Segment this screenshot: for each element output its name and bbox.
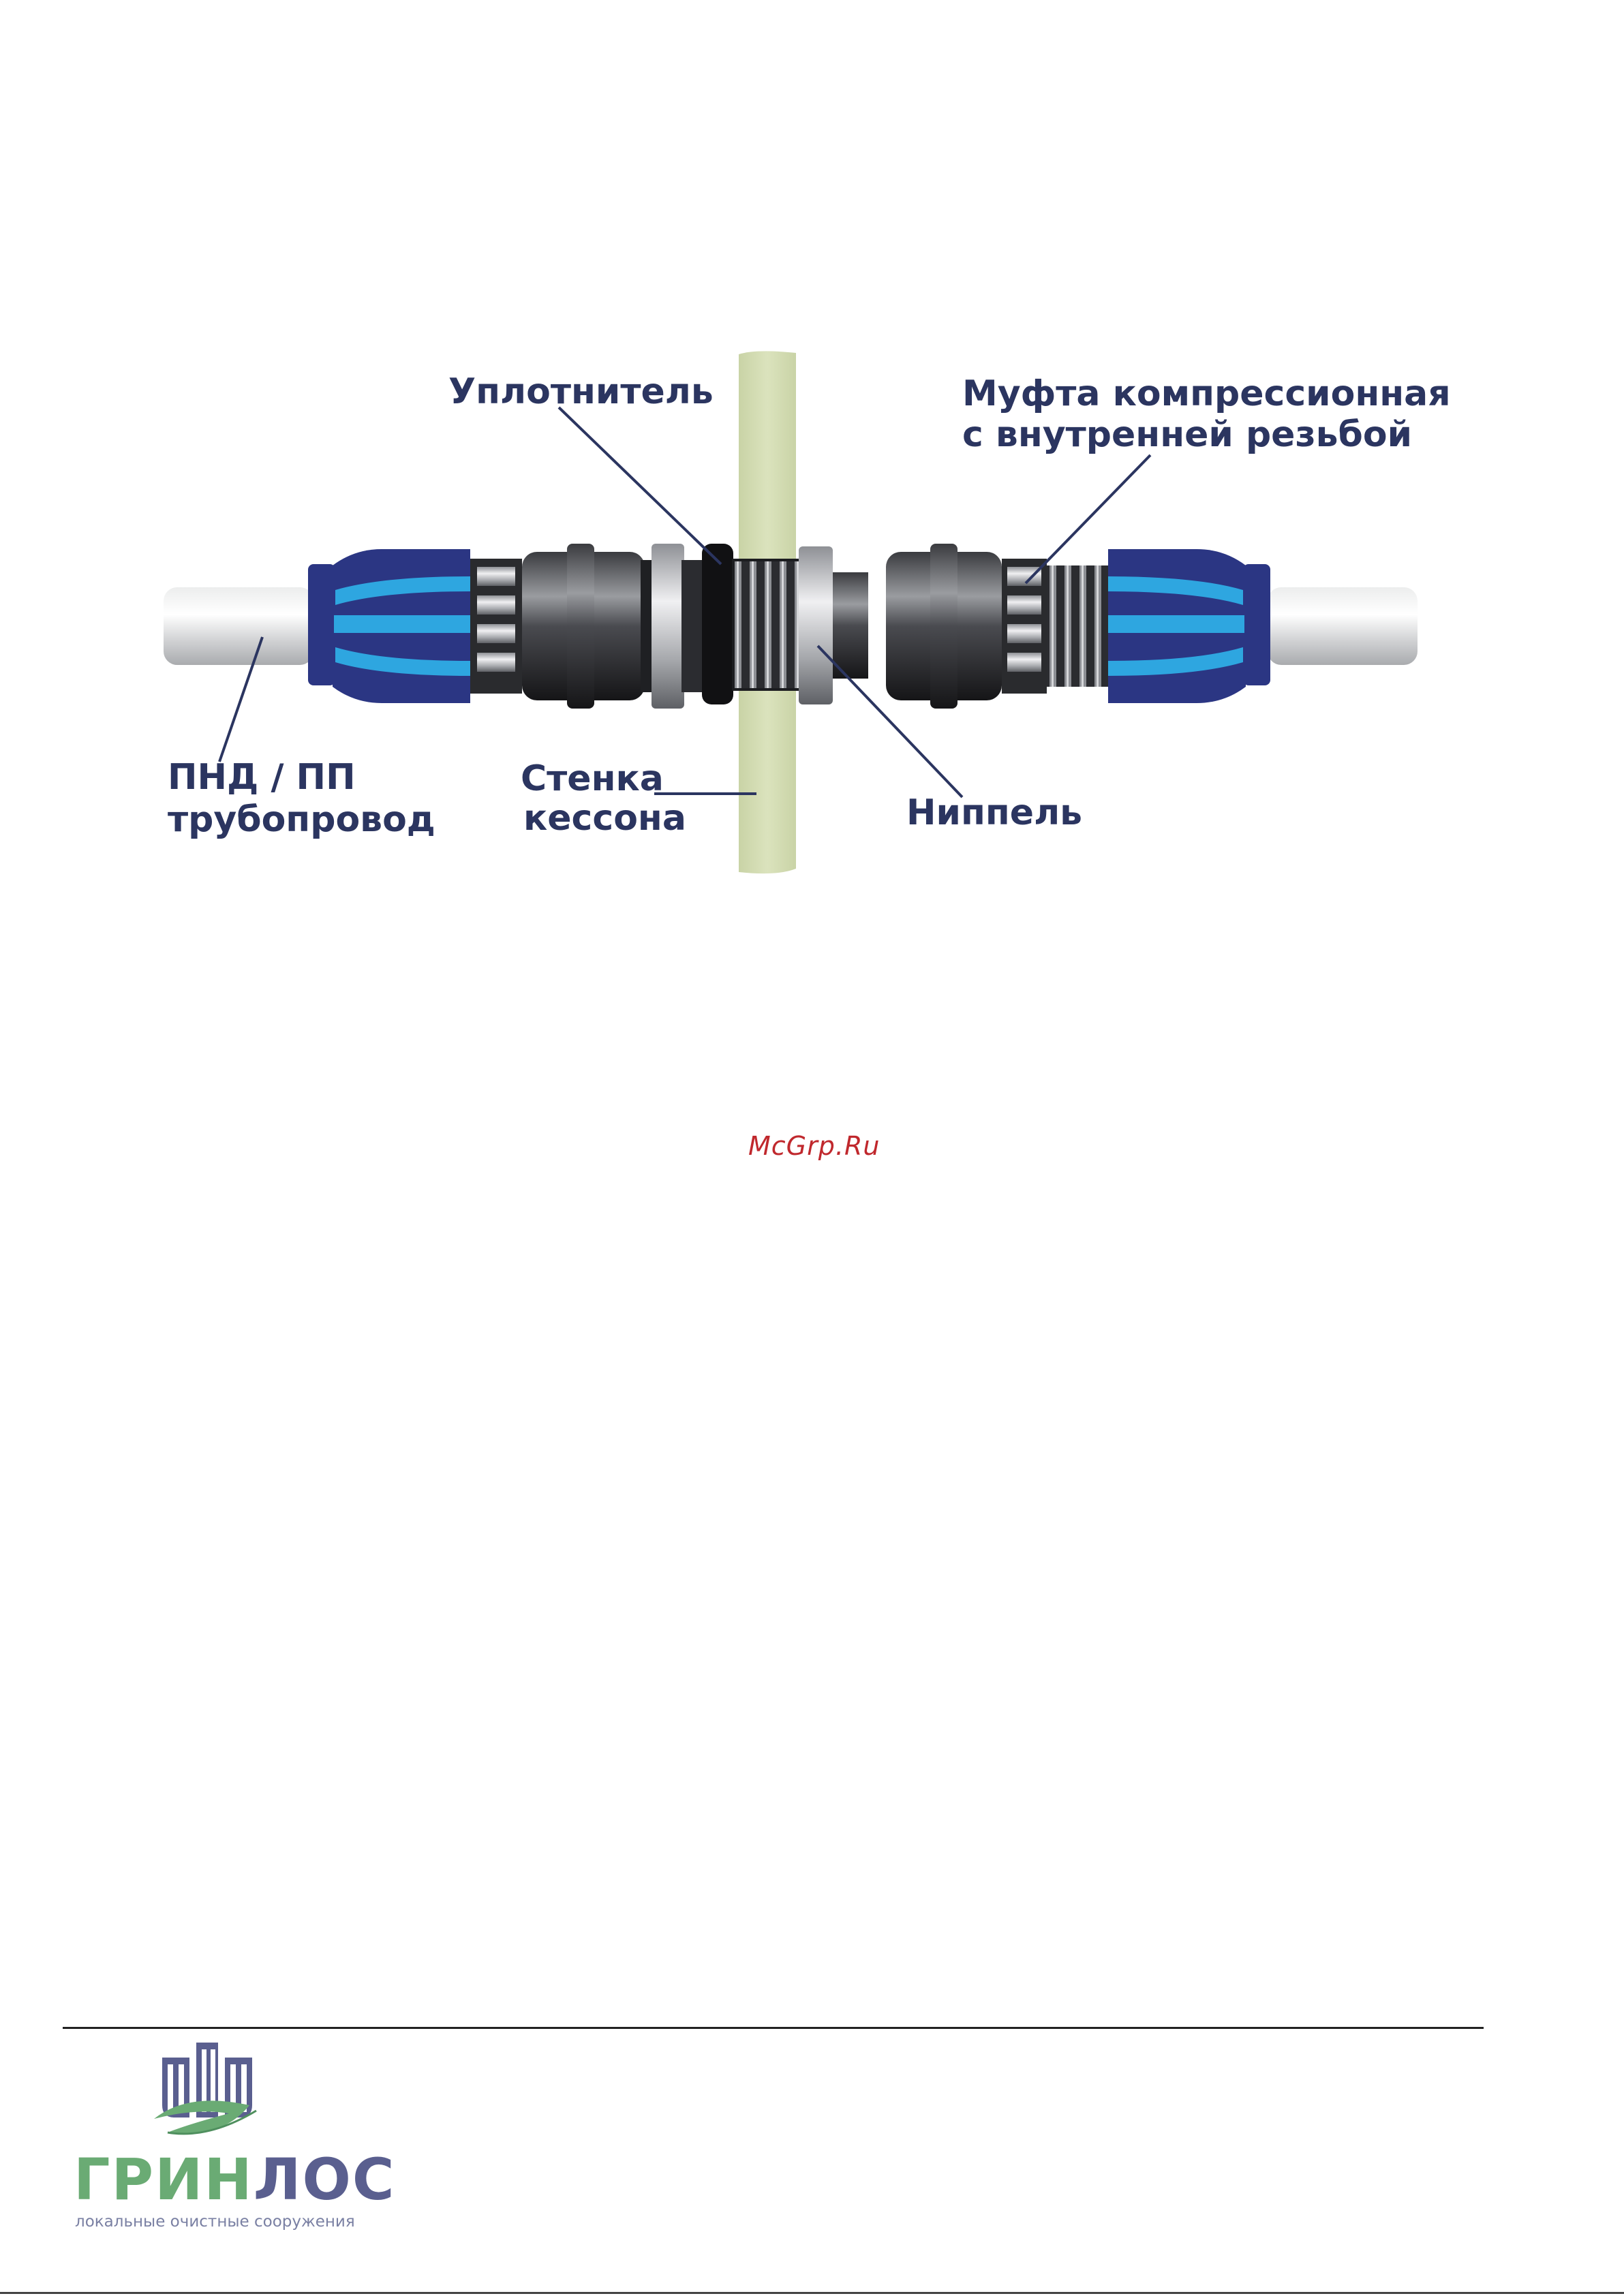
logo-wordmark: ГРИНЛОС [74,2146,396,2213]
label-seal: Уплотнитель [448,371,714,412]
logo-emblem-icon [147,2037,270,2146]
watermark: McGrp.Ru [748,1131,885,1161]
brand-logo: ГРИНЛОС локальные очистные сооружения [74,2037,360,2228]
label-nipple: Ниппель [906,792,1082,833]
label-wall-line2: кессона [523,798,686,839]
label-coupling-line1: Муфта компрессионная [962,373,1451,414]
right-clamp-ring [1002,559,1047,694]
seal-ring [702,544,733,704]
right-compression-nut [1108,549,1270,703]
internal-thread [1047,565,1108,687]
label-wall-line1: Стенка [521,758,664,799]
left-clamp-ring [470,559,522,694]
left-compression-nut [308,549,470,703]
footer-divider [63,2027,1484,2029]
bottom-edge-rule [0,2292,1624,2294]
nipple-locknut [799,546,833,704]
logo-tagline: локальные очистные сооружения [75,2213,355,2231]
label-pipe-line2: трубопровод [168,799,435,840]
left-hex-nut [652,544,684,709]
connection-diagram: Уплотнитель Муфта компрессионная с внутр… [0,0,1624,954]
pipe-right [1268,587,1418,665]
label-coupling-line2: с внутренней резьбой [962,414,1412,455]
label-pipe-line1: ПНД / ПП [168,757,356,798]
pipe-left [164,587,313,665]
nipple-thread [733,560,801,689]
